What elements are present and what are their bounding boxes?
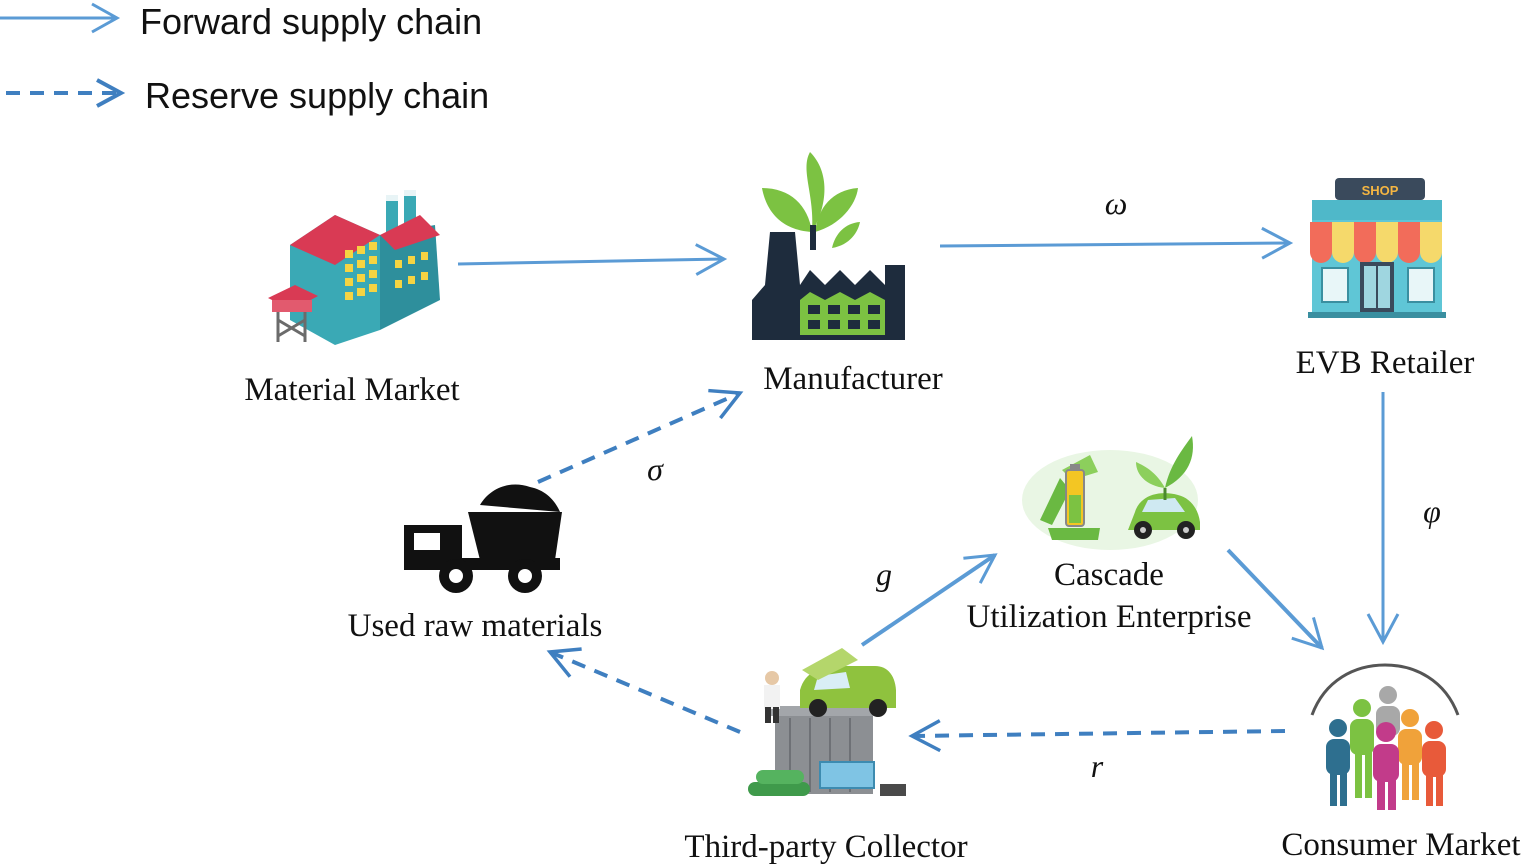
edge-label-phi: φ: [1423, 493, 1441, 529]
forward-arrows: [457, 226, 1400, 651]
arrow-collector-to-used: [546, 647, 741, 734]
people-group-icon: [1310, 663, 1460, 810]
consumer-market-label: Consumer Market: [1281, 827, 1520, 863]
legend-forward-arrow: [0, 2, 121, 34]
legend: Forward supply chain Reserve supply chai…: [0, 1, 489, 116]
arrow-used-to-manufacturer: [537, 388, 744, 484]
edge-label-omega: ω: [1105, 185, 1128, 221]
arrow-cascade-to-consumer: [1226, 548, 1325, 651]
dump-truck-icon: [404, 484, 562, 593]
reserve-arrows: [537, 388, 1286, 753]
material-market-label: Material Market: [244, 372, 459, 408]
legend-reserve-label: Reserve supply chain: [145, 75, 489, 116]
svg-text:SHOP: SHOP: [1362, 183, 1399, 198]
arrow-material-to-manufacturer: [457, 243, 728, 276]
legend-reserve-arrow: [6, 78, 126, 108]
cascade-label-line1: Cascade: [1054, 557, 1164, 593]
green-factory-icon: [752, 152, 905, 340]
edge-label-r: r: [1091, 748, 1104, 784]
arrow-collector-to-cascade: [860, 553, 998, 647]
used-raw-materials-label: Used raw materials: [348, 608, 603, 644]
evb-retailer-label: EVB Retailer: [1296, 345, 1475, 381]
edge-label-g: g: [876, 556, 892, 592]
factory-building-icon: [268, 190, 440, 345]
cascade-label-line2: Utilization Enterprise: [967, 599, 1252, 635]
collector-label: Third-party Collector: [684, 829, 967, 865]
legend-forward-label: Forward supply chain: [140, 1, 482, 42]
shop-icon: SHOP: [1308, 178, 1446, 318]
manufacturer-label: Manufacturer: [763, 361, 943, 397]
edge-label-sigma: σ: [647, 451, 664, 487]
car-recycling-icon: [748, 648, 906, 796]
arrow-manufacturer-to-retailer: [939, 226, 1294, 260]
recycle-battery-car-icon: [1022, 436, 1200, 550]
arrow-consumer-to-collector: [908, 719, 1286, 753]
